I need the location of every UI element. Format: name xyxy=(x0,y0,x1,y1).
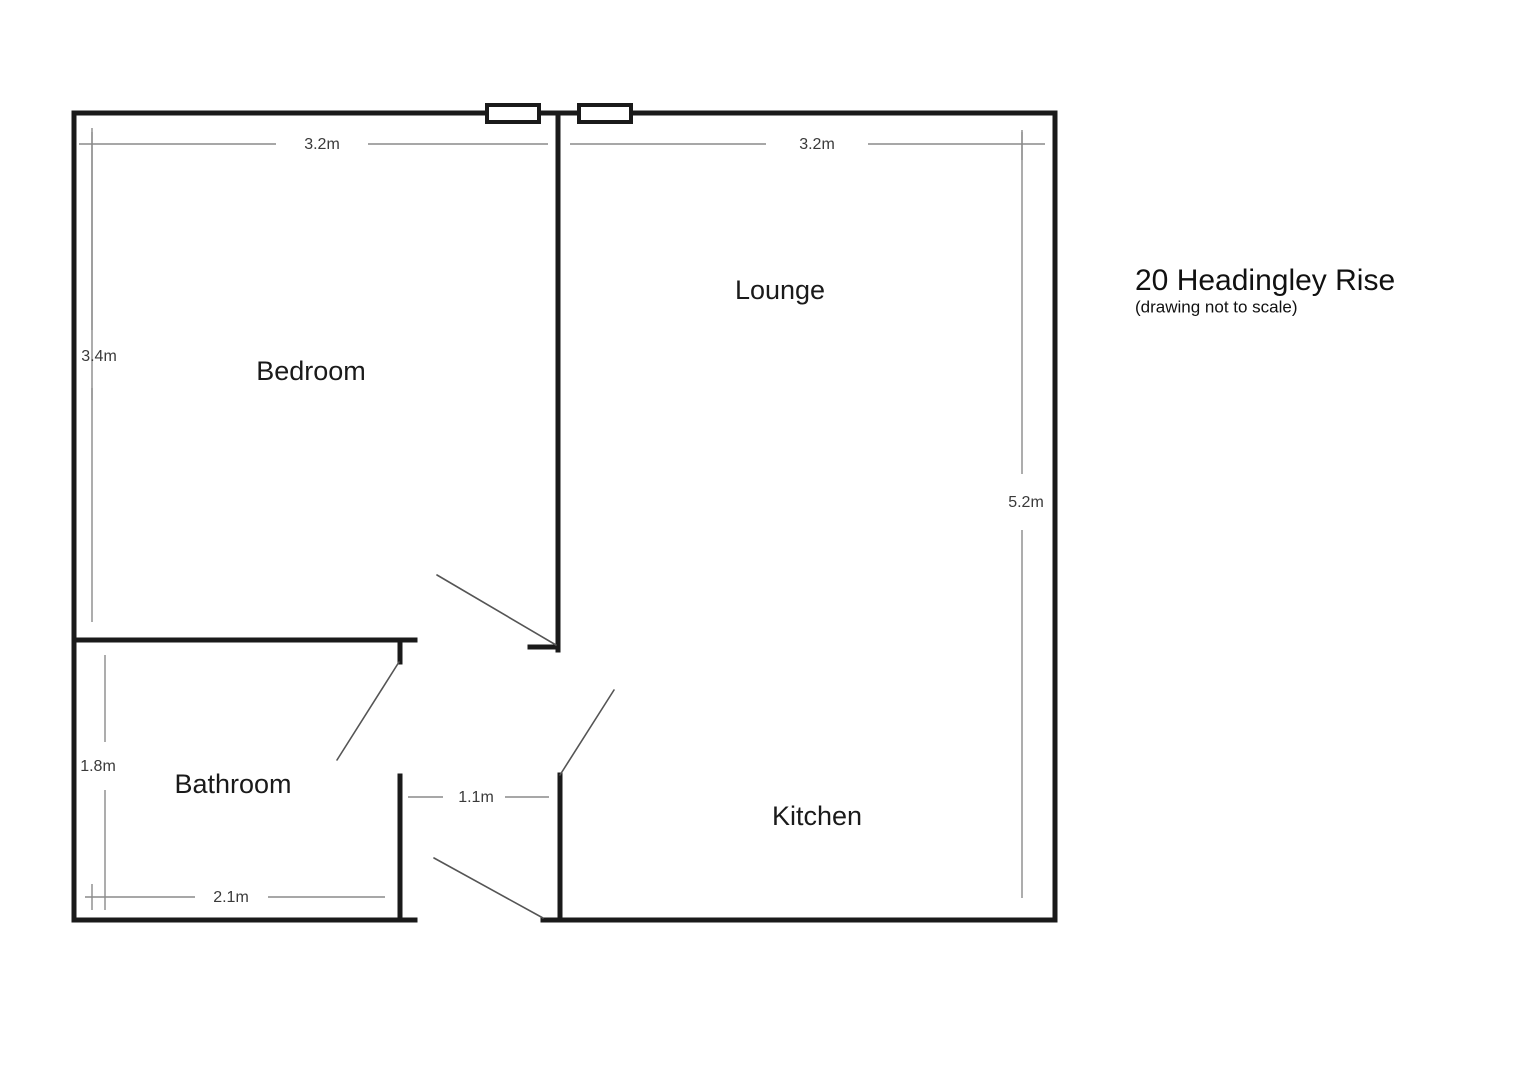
door-kitchen-upper xyxy=(559,689,615,776)
dimension-bathroom-height: 1.8m xyxy=(80,655,116,910)
dimension-label-lounge-width: 3.2m xyxy=(799,136,835,153)
dimension-label-hall-width: 1.1m xyxy=(458,789,494,806)
door-kitchen-lower xyxy=(433,857,544,919)
dimension-label-right-height: 5.2m xyxy=(1008,494,1044,511)
dimension-label-bedroom-height: 3.4m xyxy=(81,348,117,365)
dimension-hall-width: 1.1m xyxy=(408,789,549,806)
dimensions-group: 3.2m 3.4m 3.2m 5.2m xyxy=(79,128,1045,910)
dimension-lounge-width: 3.2m xyxy=(570,136,1045,153)
door-bathroom xyxy=(336,661,400,761)
dimension-label-bathroom-width: 2.1m xyxy=(213,889,249,906)
window-bedroom xyxy=(485,103,541,124)
room-labels-group: Bedroom Lounge Bathroom Kitchen xyxy=(174,275,862,831)
window-lounge xyxy=(577,103,633,124)
title-block: 20 Headingley Rise (drawing not to scale… xyxy=(1135,264,1395,317)
windows-group xyxy=(485,103,633,124)
room-label-bathroom: Bathroom xyxy=(174,769,291,799)
room-label-bedroom: Bedroom xyxy=(256,356,366,386)
walls-group xyxy=(71,110,1058,923)
dimension-bathroom-width: 2.1m xyxy=(85,884,385,910)
page-title: 20 Headingley Rise xyxy=(1135,264,1395,297)
room-label-lounge: Lounge xyxy=(735,275,825,305)
doors-group xyxy=(336,574,615,919)
dimension-label-bathroom-height: 1.8m xyxy=(80,758,116,775)
dimension-bedroom-height: 3.4m xyxy=(81,132,117,622)
dimension-label-bedroom-width: 3.2m xyxy=(304,136,340,153)
dimension-right-height: 5.2m xyxy=(1008,130,1044,898)
page-subtitle: (drawing not to scale) xyxy=(1135,297,1298,316)
room-label-kitchen: Kitchen xyxy=(772,801,862,831)
door-bedroom xyxy=(436,574,557,646)
